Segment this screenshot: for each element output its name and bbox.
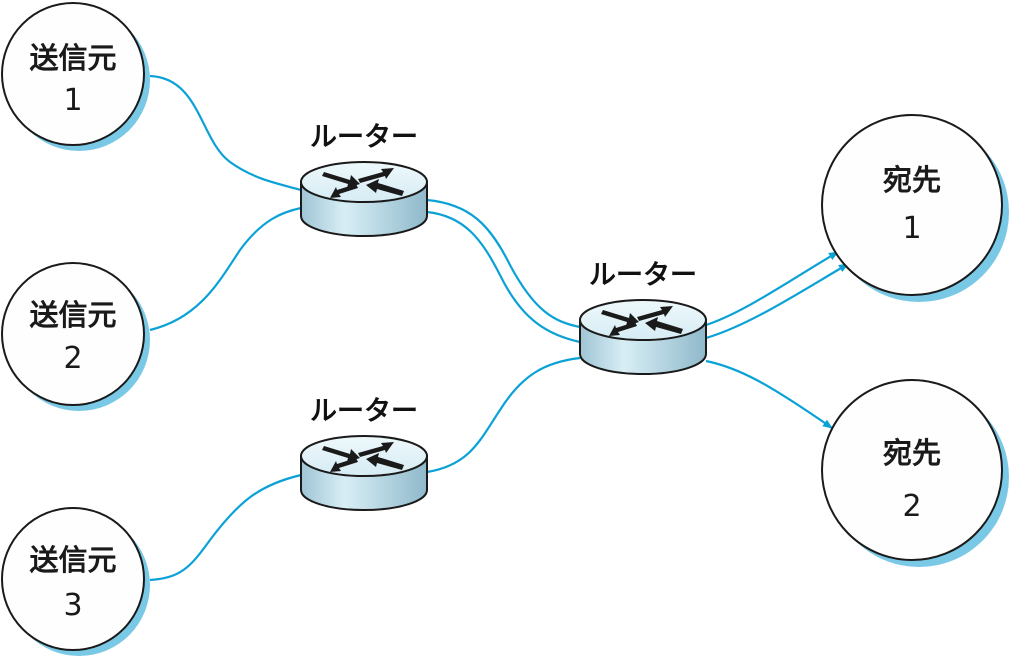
router-icon	[300, 435, 428, 511]
source-2-number: 2	[63, 341, 82, 376]
router-center-label: ルーター	[589, 260, 697, 291]
router-icon	[300, 161, 428, 237]
source-2-title: 送信元	[29, 298, 116, 332]
link-source3-router2	[149, 473, 302, 582]
destination-2-title: 宛先	[883, 436, 941, 470]
link-source1-router1	[149, 74, 302, 192]
destination-2-number: 2	[902, 489, 921, 524]
source-1-number: 1	[63, 83, 82, 118]
link-router1-center-a	[426, 198, 581, 329]
link-center-dest1-b	[705, 263, 849, 340]
router-lower-label: ルーター	[310, 396, 418, 427]
router-upper: ルーター	[300, 122, 428, 237]
router-upper-label: ルーター	[310, 122, 418, 153]
link-center-dest2	[705, 359, 833, 429]
source-1-title: 送信元	[29, 41, 116, 75]
source-node-3: 送信元 3	[1, 507, 150, 656]
destination-node-1: 宛先 1	[821, 114, 1009, 302]
destination-1-title: 宛先	[883, 163, 941, 197]
router-icon	[579, 299, 707, 375]
destination-1-number: 1	[902, 211, 921, 246]
link-router2-center	[426, 356, 581, 474]
source-node-2: 送信元 2	[1, 262, 150, 411]
link-source2-router1	[149, 206, 302, 332]
router-center: ルーター	[579, 260, 707, 375]
link-router1-center-b	[426, 210, 581, 344]
source-3-number: 3	[63, 588, 82, 623]
link-center-dest1-a	[705, 251, 839, 327]
destination-node-2: 宛先 2	[821, 379, 1009, 567]
router-lower: ルーター	[300, 396, 428, 511]
source-node-1: 送信元 1	[1, 2, 150, 151]
source-3-title: 送信元	[29, 543, 116, 577]
